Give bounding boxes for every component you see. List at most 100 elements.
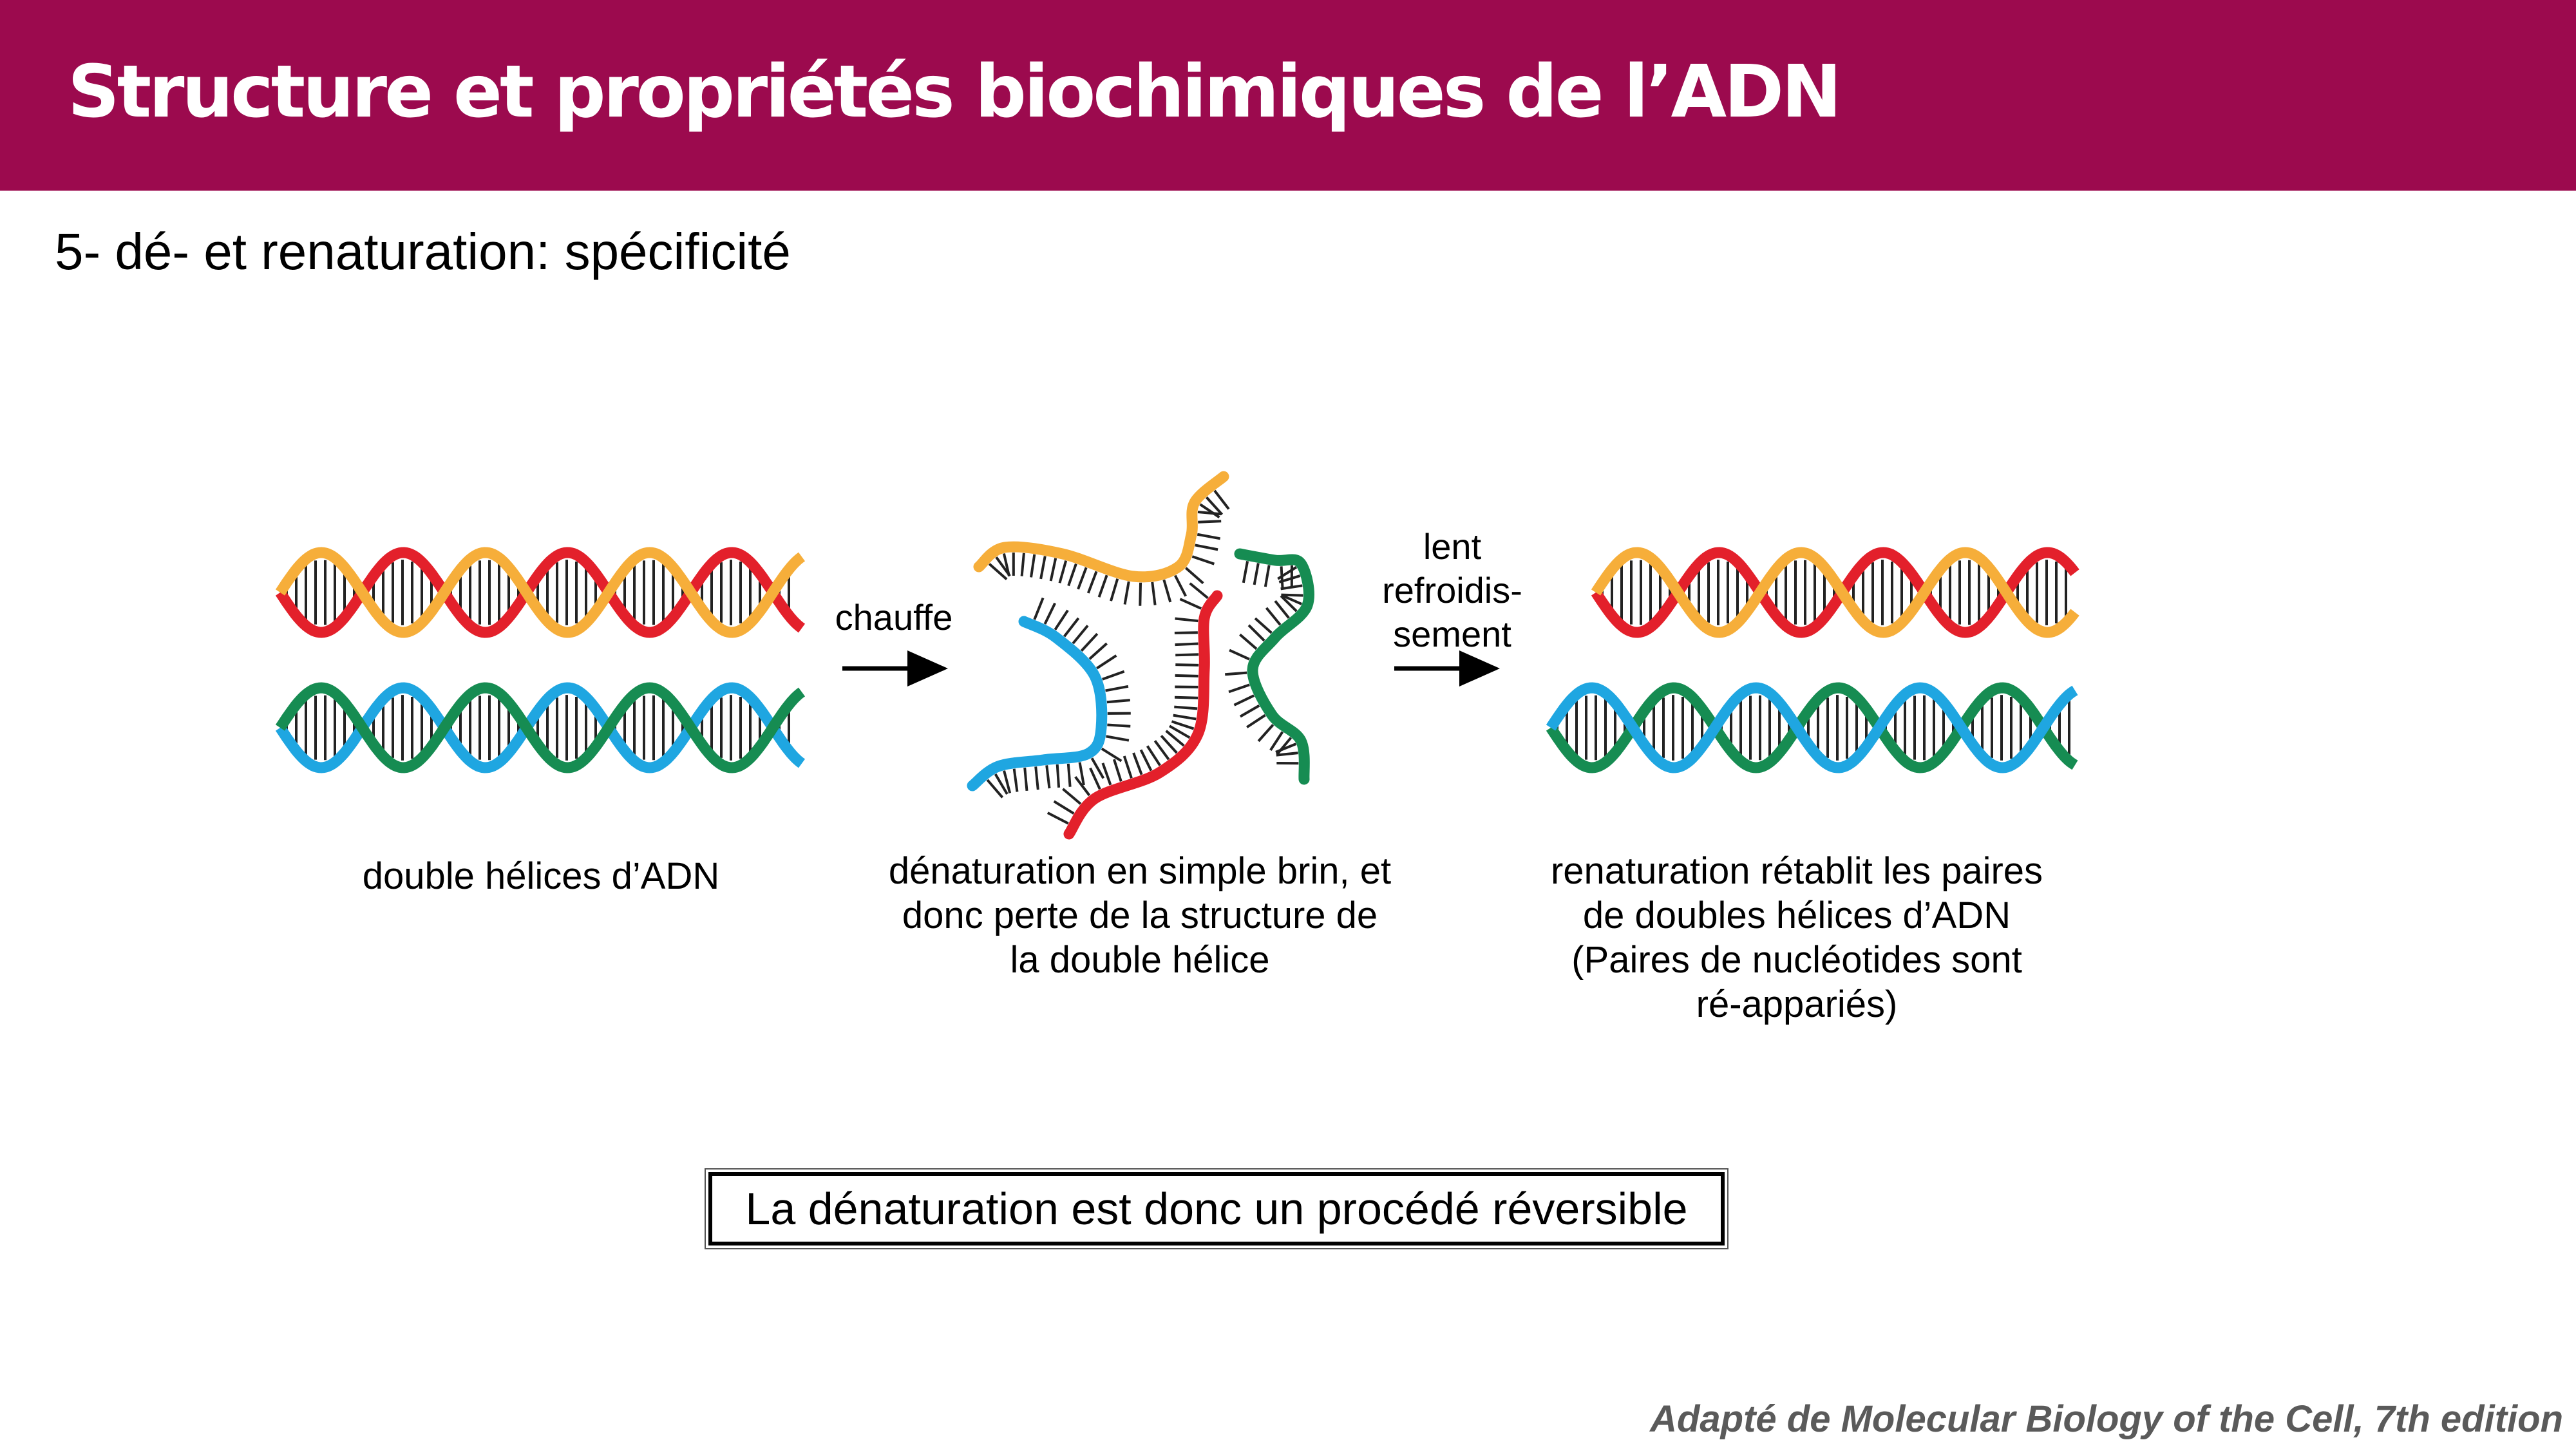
base <box>1171 720 1195 730</box>
base <box>1276 752 1298 757</box>
base <box>1063 617 1080 638</box>
heat-label: chauffe <box>835 597 953 638</box>
base <box>1046 811 1069 825</box>
base <box>1106 699 1130 704</box>
base <box>1067 563 1077 587</box>
dna-strand <box>275 547 806 638</box>
strand-bases <box>986 597 1131 799</box>
single-strands-denatured <box>967 471 1314 840</box>
base <box>1033 597 1045 620</box>
single-strand <box>1225 548 1314 785</box>
dna-strand <box>275 547 806 638</box>
base <box>1043 602 1056 625</box>
base <box>1280 594 1298 612</box>
base <box>1175 617 1198 623</box>
base <box>1090 757 1105 779</box>
base <box>1080 632 1099 652</box>
base <box>1174 696 1198 699</box>
caption-line: donc perte de la structure de <box>902 895 1378 936</box>
caption-renaturation: renaturation rétablit les paires de doub… <box>1507 849 2087 1027</box>
strand-backbone <box>967 616 1108 791</box>
dna-double-helix <box>1546 682 2078 773</box>
base <box>1165 730 1185 747</box>
base <box>1239 704 1260 718</box>
base <box>1086 571 1098 594</box>
base <box>1023 767 1028 791</box>
base <box>1039 556 1046 580</box>
base <box>1153 740 1170 761</box>
base <box>1020 553 1025 576</box>
base <box>1225 671 1247 676</box>
base <box>1106 735 1130 742</box>
caption-line: dénaturation en simple brin, et <box>888 850 1392 892</box>
base <box>1189 582 1209 600</box>
base <box>1253 563 1260 585</box>
base <box>1197 510 1222 516</box>
base <box>1278 574 1301 583</box>
cooling-label-line: refroidis- <box>1382 570 1522 611</box>
base <box>1206 496 1224 516</box>
base <box>1199 503 1220 518</box>
base <box>1191 555 1215 565</box>
base <box>1078 762 1085 786</box>
base <box>1003 770 1012 793</box>
strand-backbone <box>1234 548 1314 785</box>
base <box>1174 574 1187 597</box>
base <box>1066 763 1072 787</box>
caption-line: de doubles hélices d’ADN <box>1582 895 2011 936</box>
base <box>1239 633 1258 650</box>
base <box>1275 743 1297 753</box>
base <box>1281 594 1302 605</box>
base <box>1034 766 1039 790</box>
base <box>1265 607 1282 626</box>
strand-backbone <box>973 471 1229 583</box>
source-citation: Adapté de Molecular Biology of the Cell,… <box>1650 1398 2563 1440</box>
base <box>1089 767 1101 790</box>
dna-strand <box>275 682 806 773</box>
base <box>1062 788 1082 805</box>
dna-strand <box>275 682 806 773</box>
base <box>1132 752 1143 775</box>
cooling-label-line: lent <box>1423 526 1482 567</box>
base <box>1169 724 1191 739</box>
base <box>1074 776 1091 797</box>
base <box>1174 705 1198 710</box>
caption-line: double hélices d’ADN <box>362 855 720 897</box>
base <box>994 773 1009 795</box>
base <box>1174 631 1198 634</box>
base <box>1175 642 1198 647</box>
strand-backbone <box>1063 590 1223 840</box>
base <box>1102 670 1125 681</box>
strand-bases <box>1225 561 1303 765</box>
base <box>1122 755 1133 779</box>
base <box>1228 683 1250 694</box>
single-strand <box>967 597 1131 799</box>
dna-double-helix <box>275 682 806 773</box>
base <box>1012 768 1019 792</box>
base <box>1254 617 1273 634</box>
dna-strand <box>1591 547 2079 638</box>
caption-denaturation: dénaturation en simple brin, et donc per… <box>837 849 1443 982</box>
caption-line: ré-appariés) <box>1696 983 1898 1025</box>
base <box>1160 735 1178 754</box>
base <box>1097 574 1108 598</box>
cooling-label: lent refroidis- sement <box>1359 525 1546 656</box>
base <box>1045 765 1051 789</box>
strand-bases <box>1046 582 1209 825</box>
caption-line: renaturation rétablit les paires <box>1550 850 2043 892</box>
base <box>1195 544 1218 551</box>
base <box>1101 747 1122 762</box>
base <box>1058 560 1068 583</box>
base <box>1088 642 1108 660</box>
base <box>1281 593 1303 597</box>
cooling-label-line: sement <box>1393 614 1511 654</box>
caption-line: la double hélice <box>1010 939 1270 981</box>
base <box>1257 724 1274 743</box>
base <box>1179 598 1202 610</box>
single-strand <box>973 471 1230 606</box>
base <box>1054 609 1069 630</box>
strand-bases <box>988 489 1230 606</box>
base <box>1175 653 1199 657</box>
base <box>1184 567 1204 585</box>
double-helices-after <box>1546 547 2079 773</box>
